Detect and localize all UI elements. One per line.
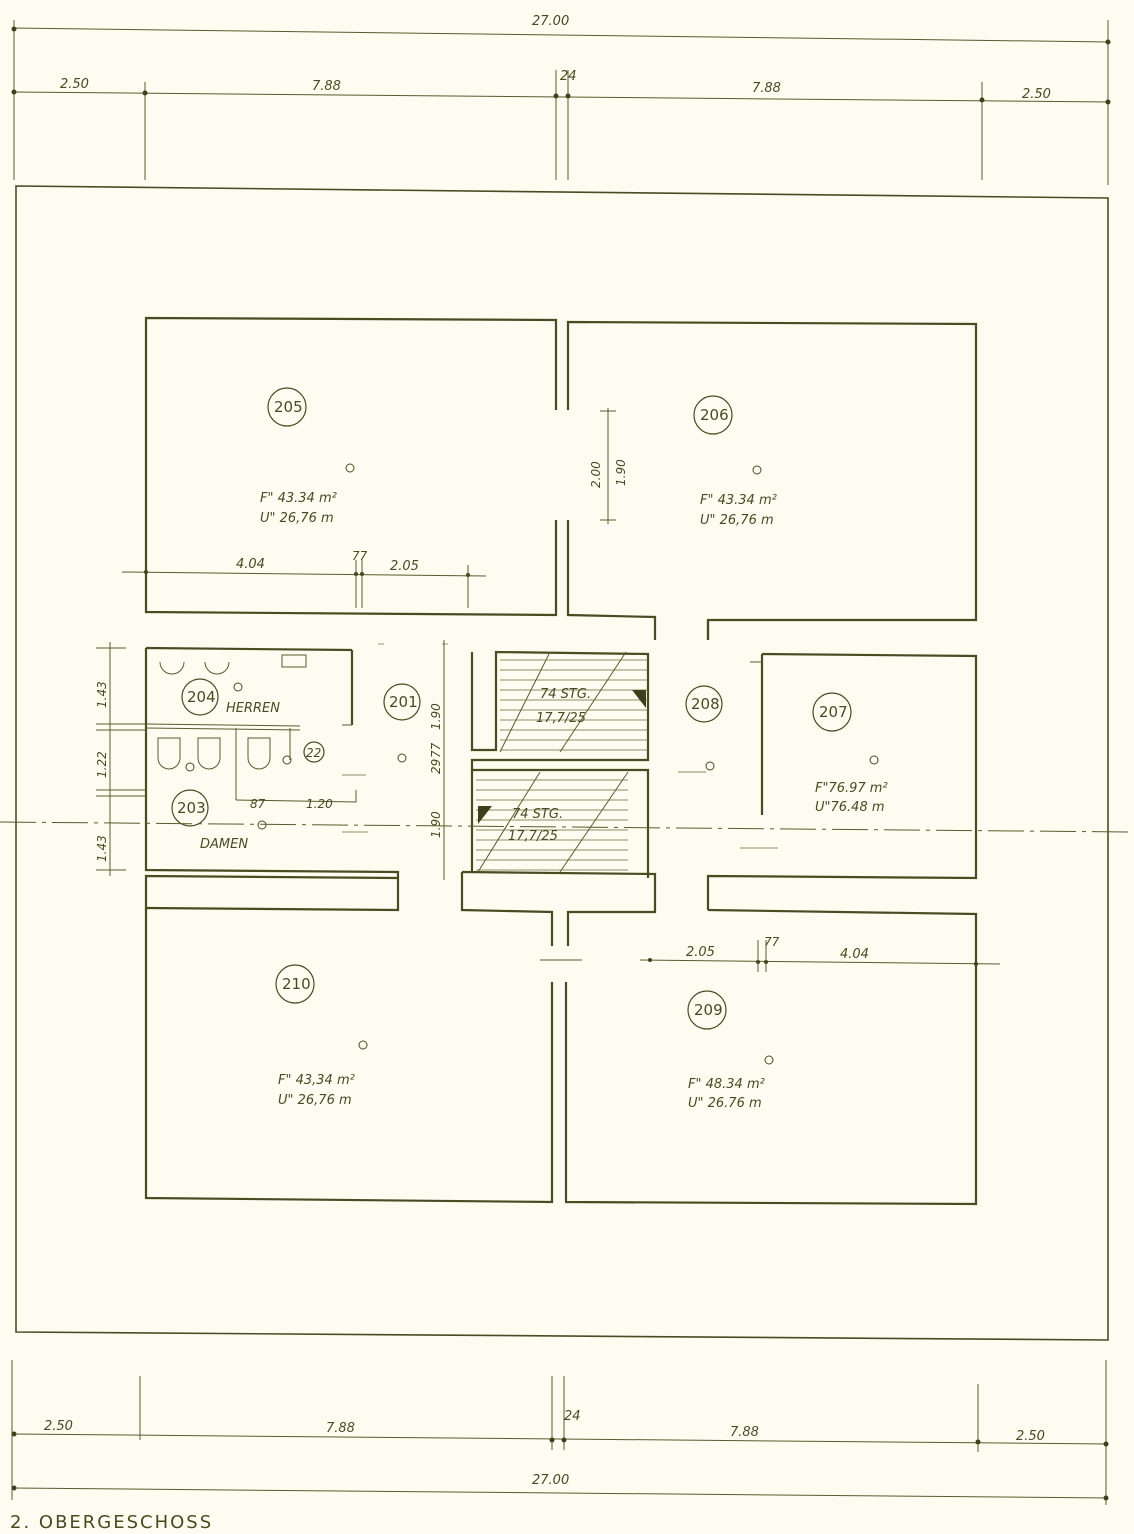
hall-201: 201 1.90 1.90 77 29	[342, 640, 448, 880]
stair-lower-ratio: 17,7/25	[508, 829, 558, 844]
room-number: 210	[282, 975, 311, 993]
dim-stair-29: 29	[429, 759, 443, 774]
dim-stair-190a: 1.90	[429, 703, 443, 730]
dim-77: 77	[352, 549, 368, 563]
room-perimeter: U" 26,76 m	[278, 1093, 352, 1108]
bottom-seg-5: 2.50	[1016, 1429, 1045, 1444]
dim-left-122: 1.22	[95, 751, 109, 778]
top-dimension-chain: 27.00 2.50 7.88 24 7.88 2.50	[11, 14, 1111, 185]
room-area: F" 48.34 m²	[688, 1077, 765, 1092]
room-number-208: 208	[691, 695, 720, 713]
stair-upper-ratio: 17,7/25	[536, 711, 586, 726]
top-seg-2: 7.88	[312, 79, 341, 94]
axis-line	[0, 821, 1134, 833]
dim-stair-77: 77	[429, 742, 443, 758]
dim-205: 2.05	[390, 559, 419, 574]
dim-wc-120: 1.20	[306, 797, 333, 811]
dim-left-143a: 1.43	[95, 681, 109, 708]
room-205: 205 F" 43.34 m² U" 26,76 m 4.04 77 2.05	[121, 316, 558, 617]
room-number: 205	[274, 398, 303, 416]
dim-left-143b: 1.43	[95, 835, 109, 862]
dim-door-200: 2.00	[589, 461, 603, 488]
top-seg-1: 2.50	[60, 77, 89, 92]
room-209: 209 F" 48.34 m² U" 26.76 m 2.05 77 4.04	[564, 908, 1001, 1206]
outer-slab-outline	[15, 185, 1109, 1341]
room-206: 206 F" 43.34 m² U" 26,76 m 2.00 1.90	[566, 320, 978, 640]
dim-205: 2.05	[686, 945, 715, 960]
room-area: F" 43,34 m²	[278, 1073, 355, 1088]
top-total-dim: 27.00	[532, 14, 569, 29]
label-damen: DAMEN	[200, 837, 248, 852]
room-number-204: 204	[187, 688, 216, 706]
room-207: 207 F"76.97 m² U"76.48 m	[706, 620, 978, 910]
top-seg-5: 2.50	[1022, 87, 1051, 102]
stairwell: 74 STG. 17,7/25 74 STG. 17,7/25	[460, 650, 657, 961]
top-seg-3: 24	[560, 69, 577, 84]
bottom-seg-2: 7.88	[326, 1421, 355, 1436]
drawing-title: 2. OBERGESCHOSS	[10, 1512, 213, 1533]
room-number: 209	[694, 1001, 723, 1019]
room-number: 207	[819, 703, 848, 721]
dim-door-190: 1.90	[614, 459, 628, 486]
wc-block: 204 HERREN 22 203 DAMEN 87 1.20 1.43 1.2…	[95, 642, 400, 878]
stair-upper-steps: 74 STG.	[540, 687, 591, 702]
room-perimeter: U"76.48 m	[815, 800, 885, 815]
bottom-total-dim: 27.00	[532, 1473, 569, 1488]
landing-208: 208	[678, 685, 778, 849]
bottom-seg-4: 7.88	[730, 1425, 759, 1440]
dim-wc-87: 87	[250, 797, 266, 811]
bottom-seg-3: 24	[564, 1409, 581, 1424]
dim-stair-190b: 1.90	[429, 811, 443, 838]
stair-lower-steps: 74 STG.	[512, 807, 563, 822]
room-number-203: 203	[177, 799, 206, 817]
bottom-seg-1: 2.50	[44, 1419, 73, 1434]
room-perimeter: U" 26,76 m	[700, 513, 774, 528]
room-number-201: 201	[389, 693, 418, 711]
room-area: F" 43.34 m²	[700, 493, 777, 508]
room-perimeter: U" 26.76 m	[688, 1096, 762, 1111]
room-210: 210 F" 43,34 m² U" 26,76 m	[144, 874, 554, 1204]
dim-404: 4.04	[840, 947, 869, 962]
room-area: F"76.97 m²	[815, 781, 888, 796]
bottom-dimension-chain: 2.50 7.88 24 7.88 2.50 27.00	[11, 1360, 1109, 1505]
room-area: F" 43.34 m²	[260, 491, 337, 506]
top-seg-4: 7.88	[752, 81, 781, 96]
room-perimeter: U" 26,76 m	[260, 511, 334, 526]
dim-77: 77	[764, 935, 780, 949]
label-herren: HERREN	[226, 701, 280, 716]
room-number: 206	[700, 406, 729, 424]
dim-404: 4.04	[236, 557, 265, 572]
room-number-22: 22	[306, 746, 321, 760]
